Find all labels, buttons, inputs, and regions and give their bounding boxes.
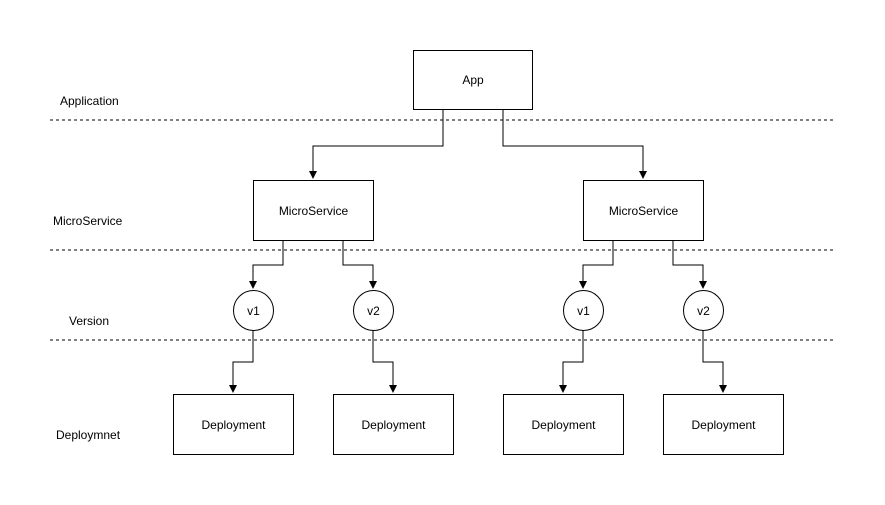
connector-microservice-right-to-v2 bbox=[672, 240, 707, 289]
connector-v1-left-to-deployment bbox=[229, 330, 254, 393]
layer-label-microservice: MicroService bbox=[53, 214, 123, 228]
app-node[interactable]: App bbox=[413, 50, 533, 110]
version-node-left-v1[interactable]: v1 bbox=[233, 290, 274, 331]
connector-microservice-left-to-v2 bbox=[342, 240, 377, 289]
connector-microservice-right-to-v1 bbox=[579, 240, 614, 289]
microservice-node-right[interactable]: MicroService bbox=[583, 180, 704, 241]
connector-v2-left-to-deployment bbox=[372, 330, 397, 393]
version-node-right-v2[interactable]: v2 bbox=[683, 290, 724, 331]
deployment-node-2[interactable]: Deployment bbox=[333, 394, 454, 455]
version-node-right-v1[interactable]: v1 bbox=[563, 290, 604, 331]
connector-microservice-left-to-v1 bbox=[249, 240, 284, 289]
connector-app-to-microservice-right bbox=[502, 110, 647, 179]
layer-label-deployment: Deploymnet bbox=[56, 428, 121, 442]
deployment-node-4[interactable]: Deployment bbox=[663, 394, 784, 455]
connector-v1-right-to-deployment bbox=[559, 330, 584, 393]
microservice-node-left[interactable]: MicroService bbox=[253, 180, 374, 241]
layer-label-application: Application bbox=[60, 94, 119, 108]
layer-label-version: Version bbox=[69, 314, 110, 328]
connector-app-to-microservice-left bbox=[309, 110, 444, 179]
version-node-left-v2[interactable]: v2 bbox=[353, 290, 394, 331]
deployment-node-1[interactable]: Deployment bbox=[173, 394, 294, 455]
deployment-node-3[interactable]: Deployment bbox=[503, 394, 624, 455]
connector-v2-right-to-deployment bbox=[702, 330, 727, 393]
